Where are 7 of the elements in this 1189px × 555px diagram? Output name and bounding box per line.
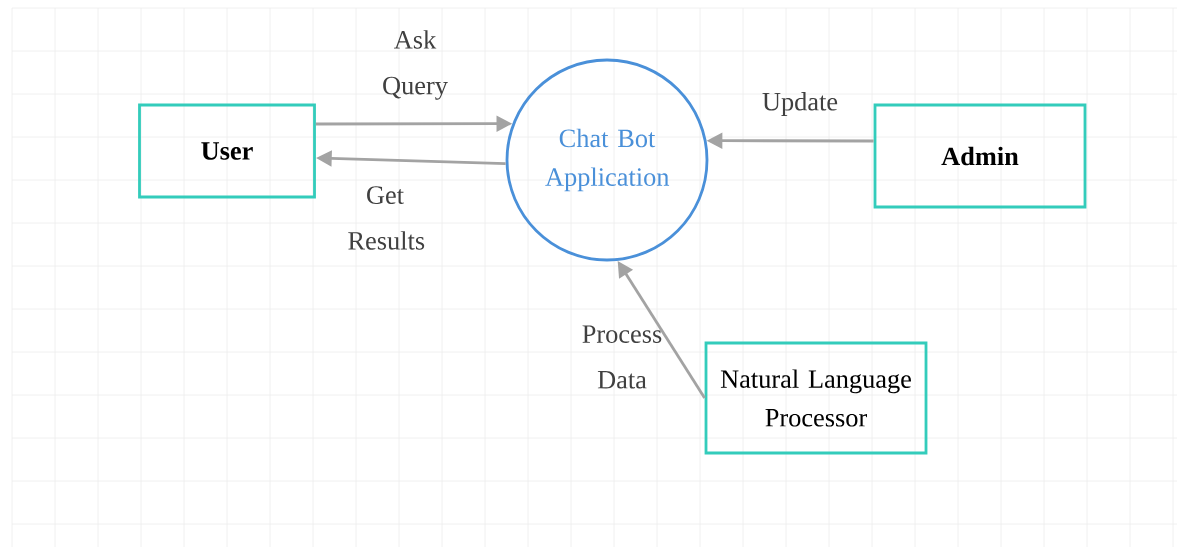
edge-label: Ask Query xyxy=(383,30,448,100)
entity-box: Admin xyxy=(873,103,1087,209)
edge-label: Update xyxy=(762,92,838,116)
entity-box: Natural Language Processor xyxy=(704,341,928,455)
entity-box: User xyxy=(138,103,316,199)
edge-label: Process Data xyxy=(582,325,662,389)
edge-label: Get Results xyxy=(348,186,425,250)
